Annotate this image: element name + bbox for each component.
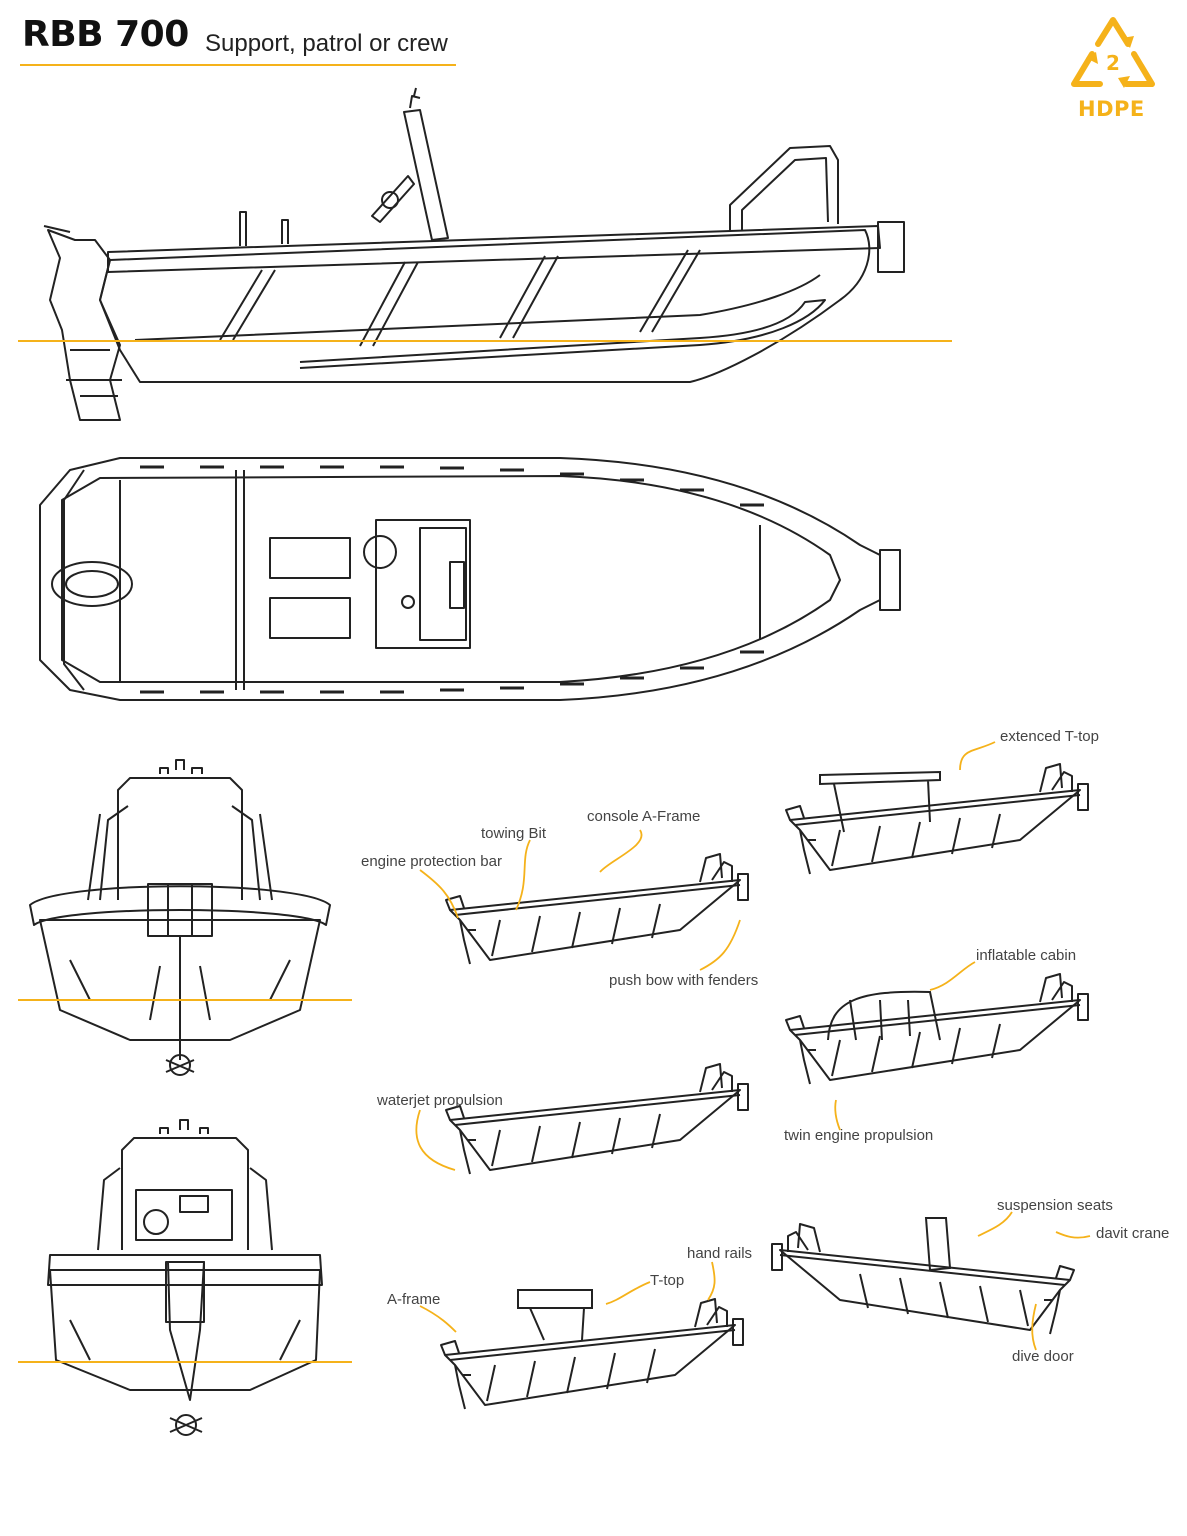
callout-console-a-frame: console A-Frame [587, 808, 701, 825]
variant-t-top [440, 1298, 744, 1410]
variant-details [517, 770, 952, 1341]
top-view [39, 457, 901, 701]
side-view [43, 87, 905, 421]
callout-towing-bit: towing Bit [481, 825, 547, 842]
callout-a-frame: A-frame [387, 1291, 441, 1308]
variant-dive-door [771, 1223, 1075, 1335]
recycle-number: 2 [1106, 51, 1120, 75]
callout-push-bow: push bow with fenders [609, 972, 759, 989]
leader-lines [415, 741, 1091, 1351]
page-subtitle: Support, patrol or crew [205, 30, 448, 57]
callout-davit-crane: davit crane [1096, 1225, 1170, 1242]
variant-waterjet [445, 1063, 749, 1175]
callout-engine-protection-bar: engine protection bar [361, 853, 502, 870]
variant-push-bow [445, 853, 749, 965]
callout-waterjet: waterjet propulsion [377, 1092, 503, 1109]
callout-suspension-seats: suspension seats [997, 1197, 1113, 1214]
callout-extended-t-top: extenced T-top [1000, 728, 1099, 745]
stern-view-upper [29, 759, 331, 1076]
stern-view-lower [47, 1119, 323, 1436]
callout-hand-rails: hand rails [687, 1245, 753, 1262]
recycle-icon: 2 [1071, 17, 1155, 88]
callout-twin-engine: twin engine propulsion [784, 1127, 934, 1144]
material-label: HDPE [1078, 97, 1145, 121]
callout-inflatable-cabin: inflatable cabin [976, 947, 1077, 964]
callout-dive-door: dive door [1012, 1348, 1074, 1365]
title-underline [20, 64, 456, 66]
page-title: RBB 700 [22, 14, 189, 55]
callout-t-top: T-top [650, 1272, 685, 1289]
